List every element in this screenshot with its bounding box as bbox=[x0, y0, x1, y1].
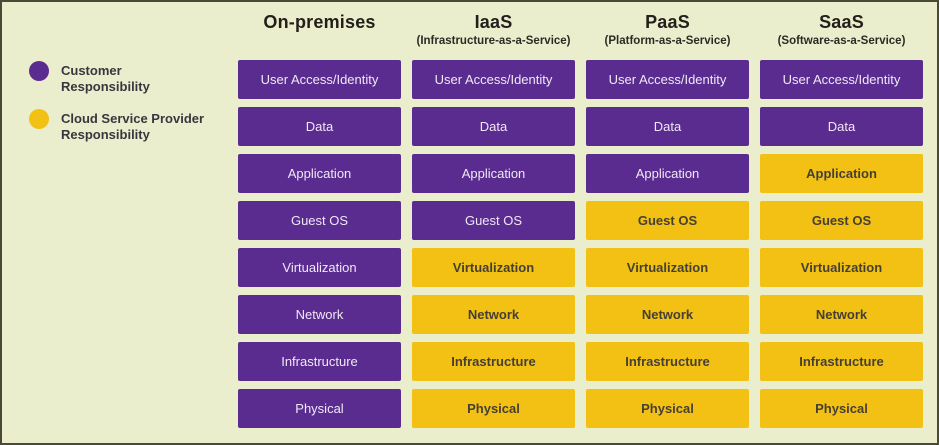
column-header-on-premises: On-premises bbox=[238, 10, 401, 60]
column-header-iaas: IaaS (Infrastructure-as-a-Service) bbox=[412, 10, 575, 60]
column-title: IaaS bbox=[474, 12, 513, 32]
column-subtitle: (Infrastructure-as-a-Service) bbox=[416, 35, 571, 47]
cell-saas-guest-os: Guest OS bbox=[760, 201, 923, 240]
column-paas: PaaS (Platform-as-a-Service) User Access/I… bbox=[586, 10, 749, 428]
column-subtitle: (Platform-as-a-Service) bbox=[604, 35, 731, 47]
cell-paas-guest-os: Guest OS bbox=[586, 201, 749, 240]
cell-paas-data: Data bbox=[586, 107, 749, 146]
cell-iaas-network: Network bbox=[412, 295, 575, 334]
cell-on-premises-user-access-identity: User Access/Identity bbox=[238, 60, 401, 99]
column-header-saas: SaaS (Software-as-a-Service) bbox=[760, 10, 923, 60]
column-saas: SaaS (Software-as-a-Service) User Access/I… bbox=[760, 10, 923, 428]
cell-iaas-guest-os: Guest OS bbox=[412, 201, 575, 240]
cell-saas-network: Network bbox=[760, 295, 923, 334]
customer-color-dot-icon bbox=[29, 61, 49, 81]
column-title: SaaS bbox=[819, 12, 864, 32]
cell-saas-data: Data bbox=[760, 107, 923, 146]
cell-on-premises-infrastructure: Infrastructure bbox=[238, 342, 401, 381]
column-header-paas: PaaS (Platform-as-a-Service) bbox=[586, 10, 749, 60]
cell-on-premises-data: Data bbox=[238, 107, 401, 146]
cell-on-premises-virtualization: Virtualization bbox=[238, 248, 401, 287]
cell-iaas-user-access-identity: User Access/Identity bbox=[412, 60, 575, 99]
column-title: PaaS bbox=[645, 12, 690, 32]
cell-paas-user-access-identity: User Access/Identity bbox=[586, 60, 749, 99]
cell-paas-virtualization: Virtualization bbox=[586, 248, 749, 287]
legend-label-provider: Cloud Service Provider Responsibility bbox=[61, 111, 205, 142]
cell-saas-virtualization: Virtualization bbox=[760, 248, 923, 287]
cell-on-premises-guest-os: Guest OS bbox=[238, 201, 401, 240]
column-title: On-premises bbox=[263, 12, 376, 32]
legend-item-provider: Cloud Service Provider Responsibility bbox=[29, 109, 213, 143]
column-iaas: IaaS (Infrastructure-as-a-Service) User Ac… bbox=[412, 10, 575, 428]
provider-color-dot-icon bbox=[29, 109, 49, 129]
cell-iaas-application: Application bbox=[412, 154, 575, 193]
legend-item-customer: Customer Responsibility bbox=[29, 61, 213, 95]
cell-on-premises-network: Network bbox=[238, 295, 401, 334]
column-subtitle: (Software-as-a-Service) bbox=[777, 35, 906, 47]
cell-saas-physical: Physical bbox=[760, 389, 923, 428]
cell-iaas-virtualization: Virtualization bbox=[412, 248, 575, 287]
legend-label-customer: Customer Responsibility bbox=[61, 63, 150, 94]
cell-paas-network: Network bbox=[586, 295, 749, 334]
cell-paas-infrastructure: Infrastructure bbox=[586, 342, 749, 381]
cell-paas-physical: Physical bbox=[586, 389, 749, 428]
cell-iaas-physical: Physical bbox=[412, 389, 575, 428]
cell-saas-infrastructure: Infrastructure bbox=[760, 342, 923, 381]
cell-saas-application: Application bbox=[760, 154, 923, 193]
legend: Customer Responsibility Cloud Service Pr… bbox=[29, 61, 213, 143]
cell-paas-application: Application bbox=[586, 154, 749, 193]
cell-iaas-infrastructure: Infrastructure bbox=[412, 342, 575, 381]
cell-iaas-data: Data bbox=[412, 107, 575, 146]
cell-saas-user-access-identity: User Access/Identity bbox=[760, 60, 923, 99]
cell-on-premises-application: Application bbox=[238, 154, 401, 193]
cell-on-premises-physical: Physical bbox=[238, 389, 401, 428]
